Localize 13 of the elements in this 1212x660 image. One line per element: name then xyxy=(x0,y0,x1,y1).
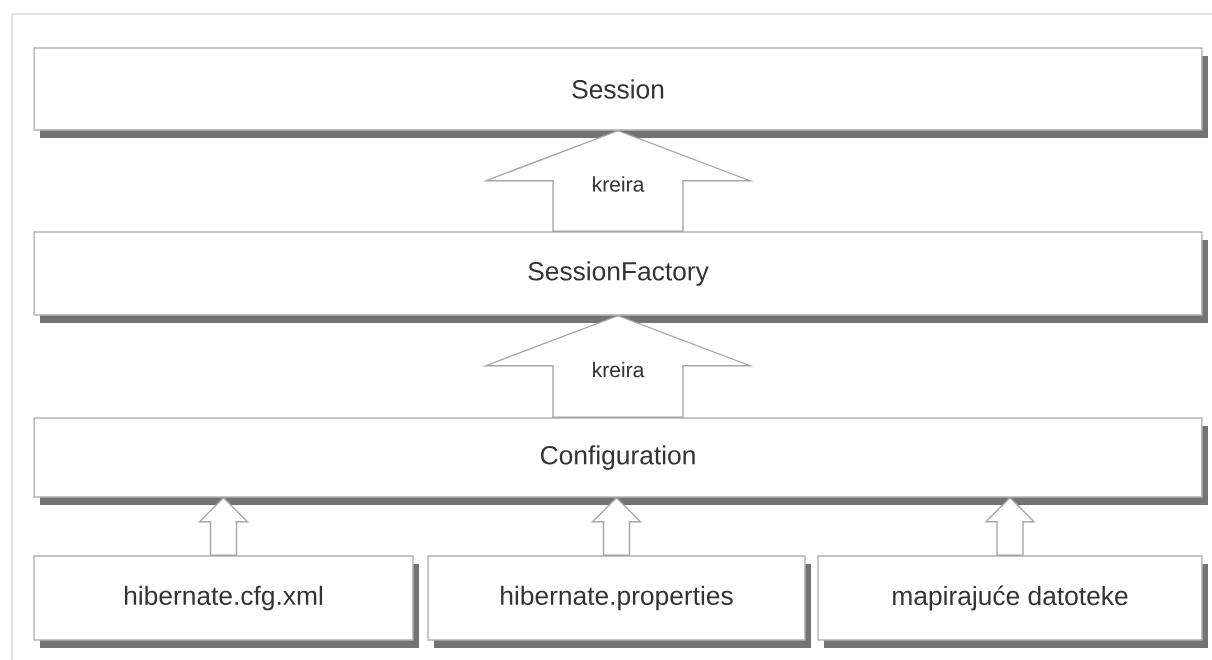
process-box: hibernate.cfg.xml xyxy=(33,555,419,648)
process-box: mapirajuće datoteke xyxy=(817,555,1208,648)
process-box: Session xyxy=(33,47,1208,138)
block-arrow xyxy=(482,129,754,232)
process-box: Configuration xyxy=(33,417,1208,505)
edge-label: kreira xyxy=(593,176,645,192)
block-arrow xyxy=(482,314,754,418)
process-box: hibernate.properties xyxy=(427,555,811,648)
block-arrow xyxy=(197,496,250,556)
block-arrow xyxy=(590,496,643,556)
edge-label: kreira xyxy=(593,361,645,378)
process-box: SessionFactory xyxy=(33,231,1208,323)
block-arrow xyxy=(984,496,1036,556)
